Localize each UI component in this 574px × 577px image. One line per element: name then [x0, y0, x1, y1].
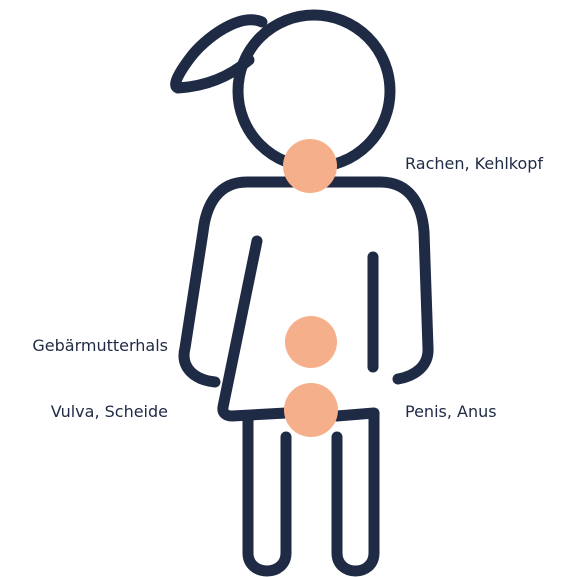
- throat-label: Rachen, Kehlkopf: [405, 154, 543, 174]
- cervix-marker: [285, 316, 337, 368]
- cervix-label: Gebärmutterhals: [32, 336, 168, 356]
- penis-label: Penis, Anus: [405, 402, 497, 422]
- genital-marker: [284, 383, 338, 437]
- vulva-label: Vulva, Scheide: [51, 402, 168, 422]
- throat-marker: [283, 139, 337, 193]
- left-arm-line: [223, 241, 286, 416]
